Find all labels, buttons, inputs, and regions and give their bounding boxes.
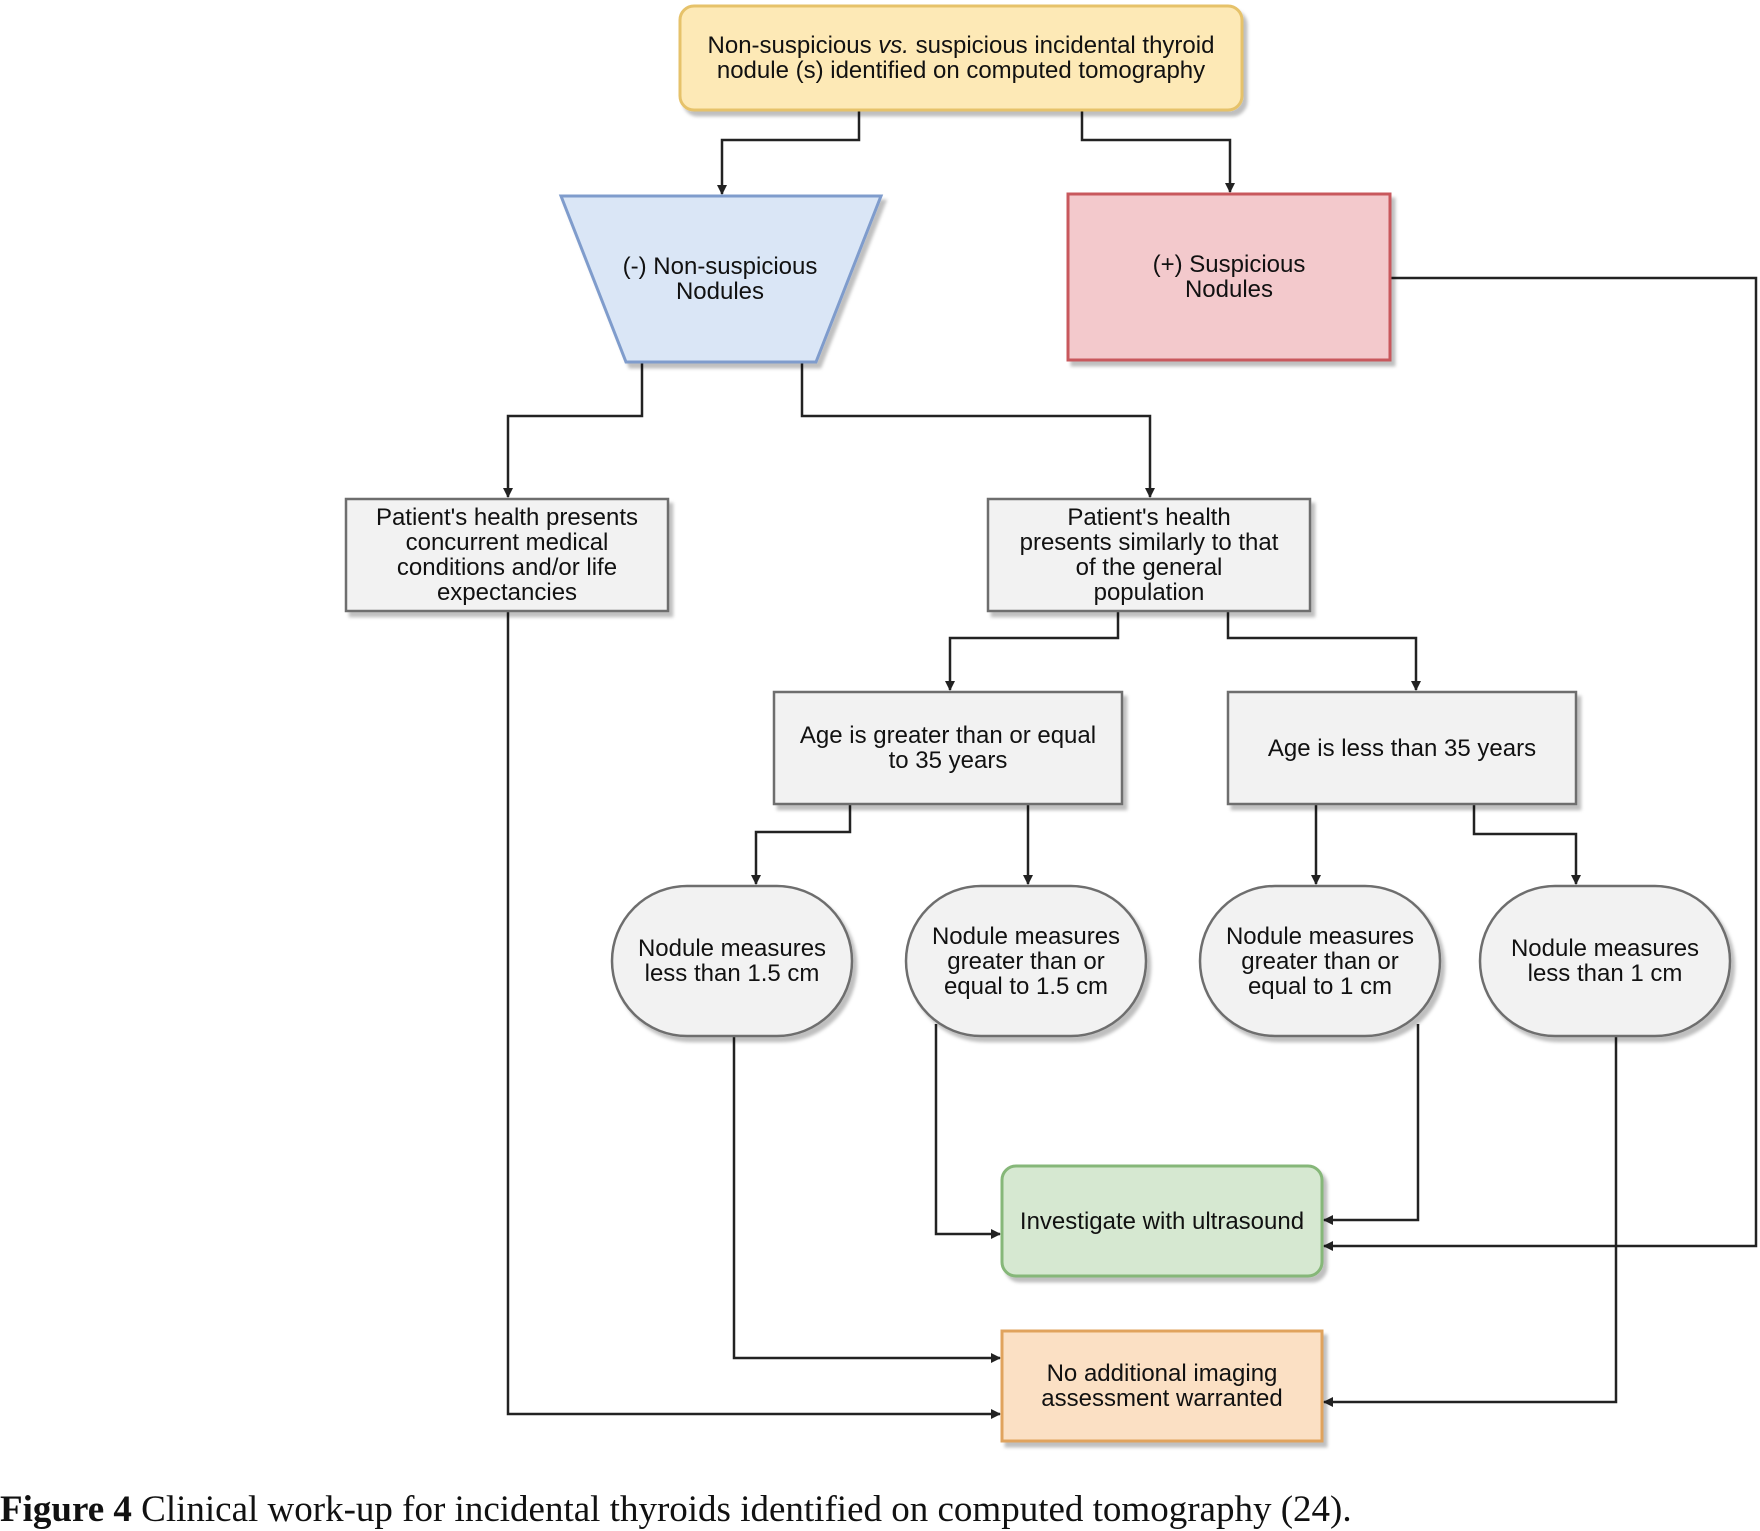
figure-number: Figure 4 [0,1489,132,1530]
nodule-lt-1-cm-label: Nodule measures less than 1 cm [1510,935,1700,987]
start-to-suspicious-arrow [1080,110,1235,193]
comorbid-health-label: Patient's health presents concurrent med… [375,504,639,606]
general-to-age-lt-35-arrow [1226,611,1421,691]
age-lt-35-label: Age is less than 35 years [1267,734,1537,762]
investigate-ultrasound-box [1000,1164,1324,1278]
investigate-ultrasound-label: Investigate with ultrasound [1019,1207,1305,1235]
figure-caption-text: Clinical work-up for incidental thyroids… [131,1489,1352,1530]
nodule-ge-1-5-cm-label: Nodule measures greater than or equal to… [931,922,1121,1000]
start-node-box [678,4,1244,112]
nodule-ge-1-cm-oval [1198,884,1442,1038]
comorbid-to-no-imaging-arrow [506,611,1001,1419]
start-text-vs: vs. [878,32,909,59]
nodule-lt-1-5-cm-label: Nodule measures less than 1.5 cm [637,935,827,987]
lt-1-to-no-imaging-arrow [1323,1036,1618,1407]
no-additional-imaging-label: No additional imaging assessment warrant… [1041,1360,1283,1412]
no-additional-imaging-box [1000,1329,1324,1443]
suspicious-to-ultrasound-arrow [1323,276,1758,1251]
suspicious-nodules-box [1066,192,1392,362]
suspicious-nodules-label: (+) Suspicious Nodules [1152,251,1306,303]
age-ge-35-to-lt-1-5-arrow [751,804,852,885]
age-ge-35-box [772,690,1124,806]
nonsuspicious-to-comorbid-arrow [503,362,644,498]
nonsuspicious-nodules-label: (-) Non-suspicious Nodules [622,253,818,305]
nodule-ge-1-5-cm-oval [904,884,1148,1038]
nonsuspicious-nodules-trapezoid [558,194,884,364]
lt-1-5-to-no-imaging-arrow [732,1036,1001,1363]
nodule-ge-1-cm-label: Nodule measures greater than or equal to… [1225,922,1415,1000]
ge-1-5-to-ultrasound-arrow [934,1024,1001,1239]
start-node-label: Non-suspicious vs. suspicious incidental… [680,6,1242,110]
start-text-b: suspicious incidental thyroid nodule (s)… [716,32,1215,84]
start-text-a: Non-suspicious [707,32,879,59]
nonsuspicious-to-general-arrow [800,362,1155,498]
age-lt-35-box [1226,690,1578,806]
start-to-nonsuspicious-arrow [717,110,861,195]
age-ge-35-label: Age is greater than or equal to 35 years [799,722,1097,774]
nodule-lt-1-5-cm-oval [610,884,854,1038]
ge-1-to-ultrasound-arrow [1323,1024,1420,1225]
general-to-age-ge-35-arrow [945,611,1120,691]
node-shapes [344,4,1732,1443]
general-population-box [986,497,1312,613]
general-population-label: Patient's health presents similarly to t… [1019,504,1279,606]
comorbid-health-box [344,497,670,613]
age-lt-35-to-lt-1-arrow [1472,804,1581,885]
figure-caption: Figure 4 Clinical work-up for incidental… [0,1488,1760,1531]
nodule-lt-1-cm-oval [1478,884,1732,1038]
connector-lines [503,110,1758,1419]
